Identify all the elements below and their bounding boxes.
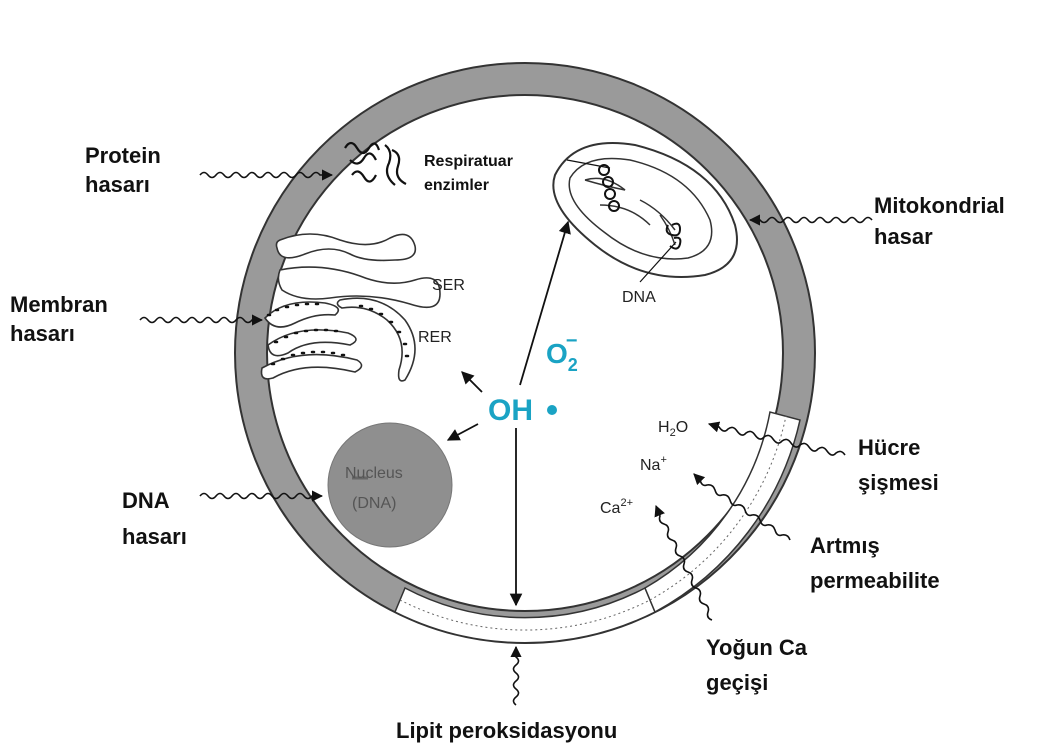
mito-damage-label-1: Mitokondrial bbox=[874, 193, 1005, 218]
ca-entry-label-1: Yoğun Ca bbox=[706, 635, 808, 660]
respiratory-enzymes-label-2: enzimler bbox=[424, 177, 489, 194]
dna-damage-label-1: DNA bbox=[122, 488, 170, 513]
cell-swelling-label-2: şişmesi bbox=[858, 470, 939, 495]
nucleus bbox=[328, 423, 452, 547]
lipid-peroxidation-label: Lipit peroksidasyonu bbox=[396, 718, 617, 743]
protein-damage-label-2: hasarı bbox=[85, 172, 150, 197]
nucleus-label-1: Nucleus bbox=[345, 465, 403, 482]
ca-entry-label-2: geçişi bbox=[706, 670, 768, 695]
mito-damage-label-2: hasar bbox=[874, 224, 933, 249]
membrane-damage-label-1: Membran bbox=[10, 292, 108, 317]
radical-dot-icon bbox=[547, 405, 557, 415]
permeability-label-2: permeabilite bbox=[810, 568, 940, 593]
membrane-damage-label-2: hasarı bbox=[10, 321, 75, 346]
mito-dna-label: DNA bbox=[622, 289, 656, 306]
respiratory-enzymes-label-1: Respiratuar bbox=[424, 153, 513, 170]
ser-label: SER bbox=[432, 277, 465, 294]
protein-damage-label-1: Protein bbox=[85, 143, 161, 168]
nucleus-label-2: (DNA) bbox=[352, 495, 396, 512]
hydroxyl-radical-label: OH bbox=[488, 394, 533, 427]
rer-label: RER bbox=[418, 329, 452, 346]
cell-swelling-label-1: Hücre bbox=[858, 435, 920, 460]
permeability-label-1: Artmış bbox=[810, 533, 880, 558]
dna-damage-label-2: hasarı bbox=[122, 524, 187, 549]
